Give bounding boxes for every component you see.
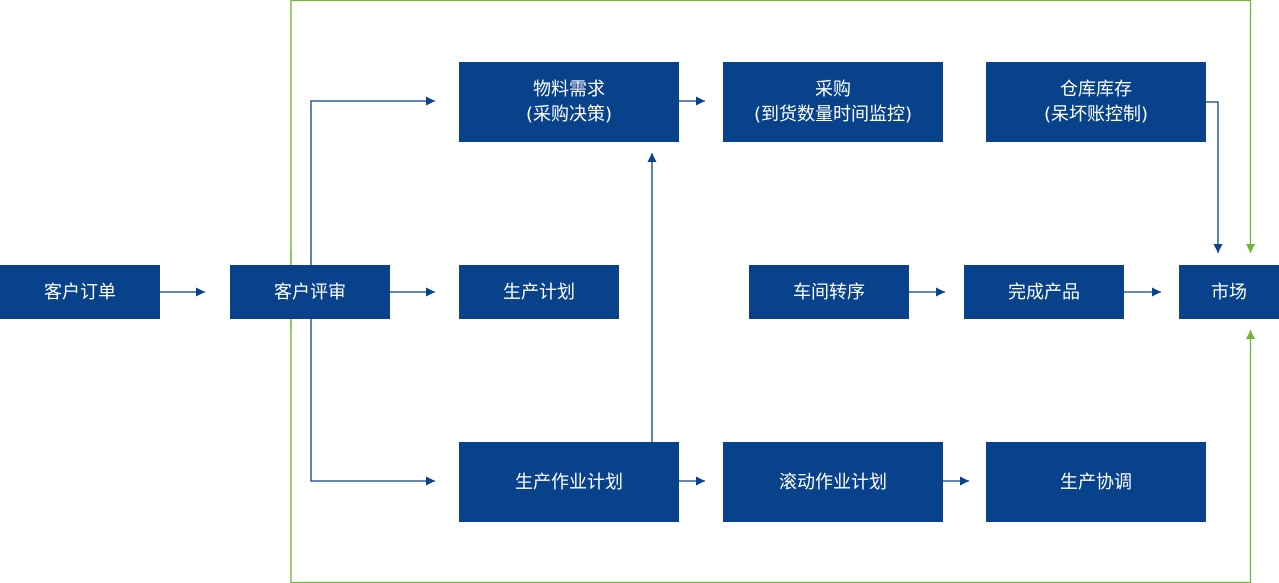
node-label: 采购 — [815, 79, 851, 100]
node-label: 客户订单 — [44, 281, 116, 303]
arrow-warehouse-to-market — [1206, 101, 1223, 253]
boundary-top-to-market — [290, 0, 1255, 330]
node-label: 车间转序 — [793, 281, 865, 303]
node-label: 市场 — [1211, 281, 1247, 303]
node-label: 生产协调 — [1060, 471, 1132, 493]
arrow-review-to-job-plan — [310, 319, 435, 486]
node-production-coordination: 生产协调 — [986, 442, 1206, 522]
node-label: 生产计划 — [503, 281, 575, 303]
node-label: 生产作业计划 — [515, 471, 623, 493]
node-finished-product: 完成产品 — [964, 265, 1124, 319]
node-warehouse: 仓库库存 (呆坏账控制) — [986, 62, 1206, 142]
node-production-plan: 生产计划 — [459, 265, 619, 319]
node-label: 完成产品 — [1008, 281, 1080, 303]
node-label: 滚动作业计划 — [779, 471, 887, 493]
node-customer-review: 客户评审 — [230, 265, 390, 319]
node-material-demand: 物料需求 (采购决策) — [459, 62, 679, 142]
node-procurement: 采购 (到货数量时间监控) — [723, 62, 943, 142]
arrow-review-to-material — [310, 96, 435, 265]
node-sublabel: (到货数量时间监控) — [753, 104, 913, 125]
node-market: 市场 — [1179, 265, 1279, 319]
node-label: 客户评审 — [274, 281, 346, 303]
node-rolling-job-plan: 滚动作业计划 — [723, 442, 943, 522]
node-label: 物料需求 — [533, 79, 605, 100]
node-sublabel: (采购决策) — [525, 104, 613, 125]
node-production-job-plan: 生产作业计划 — [459, 442, 679, 522]
node-customer-order: 客户订单 — [0, 265, 160, 319]
node-label: 仓库库存 — [1060, 79, 1132, 100]
node-sublabel: (呆坏账控制) — [1043, 104, 1149, 125]
node-workshop-transfer: 车间转序 — [749, 265, 909, 319]
